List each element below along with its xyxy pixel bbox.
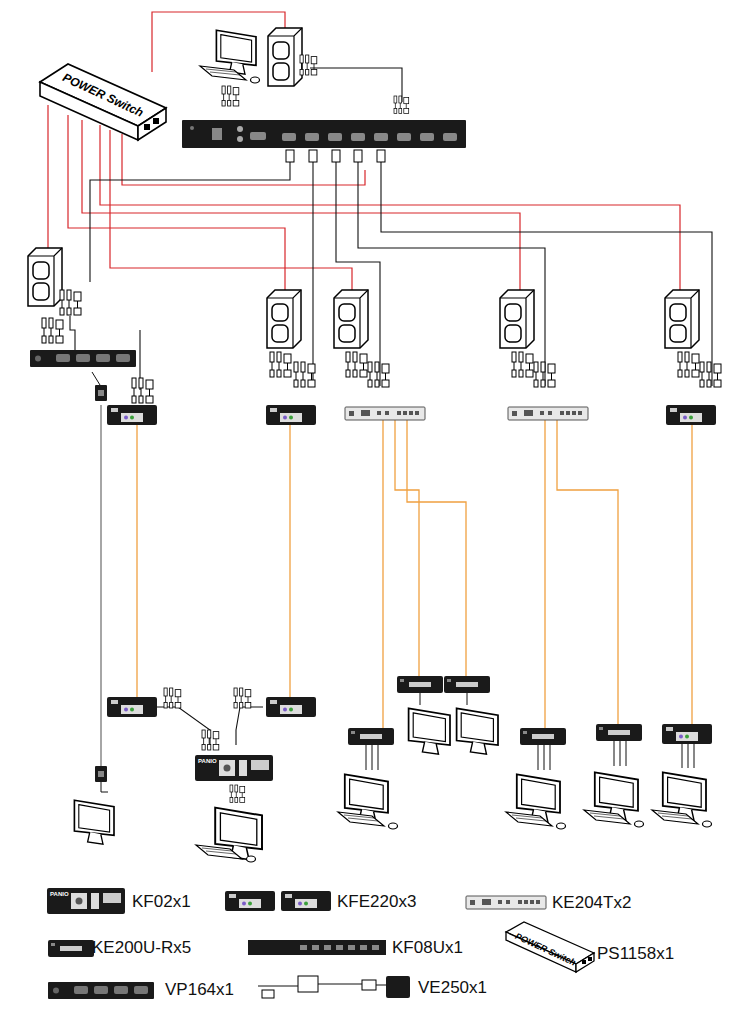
- legend-icons: [47, 888, 594, 999]
- legend-text: VE250x1: [418, 978, 487, 997]
- brand-mark: PANIO: [198, 758, 217, 765]
- legend-entry: KF08Ux1: [392, 938, 463, 958]
- device-label: POWER Switch: [514, 931, 578, 968]
- legend-text: KF02x1: [132, 892, 191, 911]
- legend-entry: KFE220x3: [337, 892, 416, 912]
- kvm-cable: [70, 68, 712, 745]
- legend-entry: PS1158x1: [597, 944, 674, 964]
- brand-mark: PANIO: [50, 891, 69, 898]
- legend-entry: KE200U-Rx5: [92, 938, 191, 958]
- legend-entry: VE250x1: [418, 978, 487, 998]
- legend-entry: KE204Tx2: [552, 893, 631, 913]
- legend-entry: VP164x1: [165, 980, 234, 1000]
- port-plugs: [286, 150, 385, 162]
- legend-entry: KF02x1: [132, 892, 191, 912]
- legend-text: KE200U-Rx5: [92, 938, 191, 957]
- legend-text: KF08Ux1: [392, 938, 463, 957]
- legend-text: KE204Tx2: [552, 893, 631, 912]
- legend-text: VP164x1: [165, 980, 234, 999]
- legend-text: KFE220x3: [337, 892, 416, 911]
- legend-text: PS1158x1: [597, 944, 674, 963]
- power-switch: POWER Switch: [36, 60, 170, 144]
- ve250-cable: [100, 405, 102, 768]
- cat5-cable: [137, 420, 692, 728]
